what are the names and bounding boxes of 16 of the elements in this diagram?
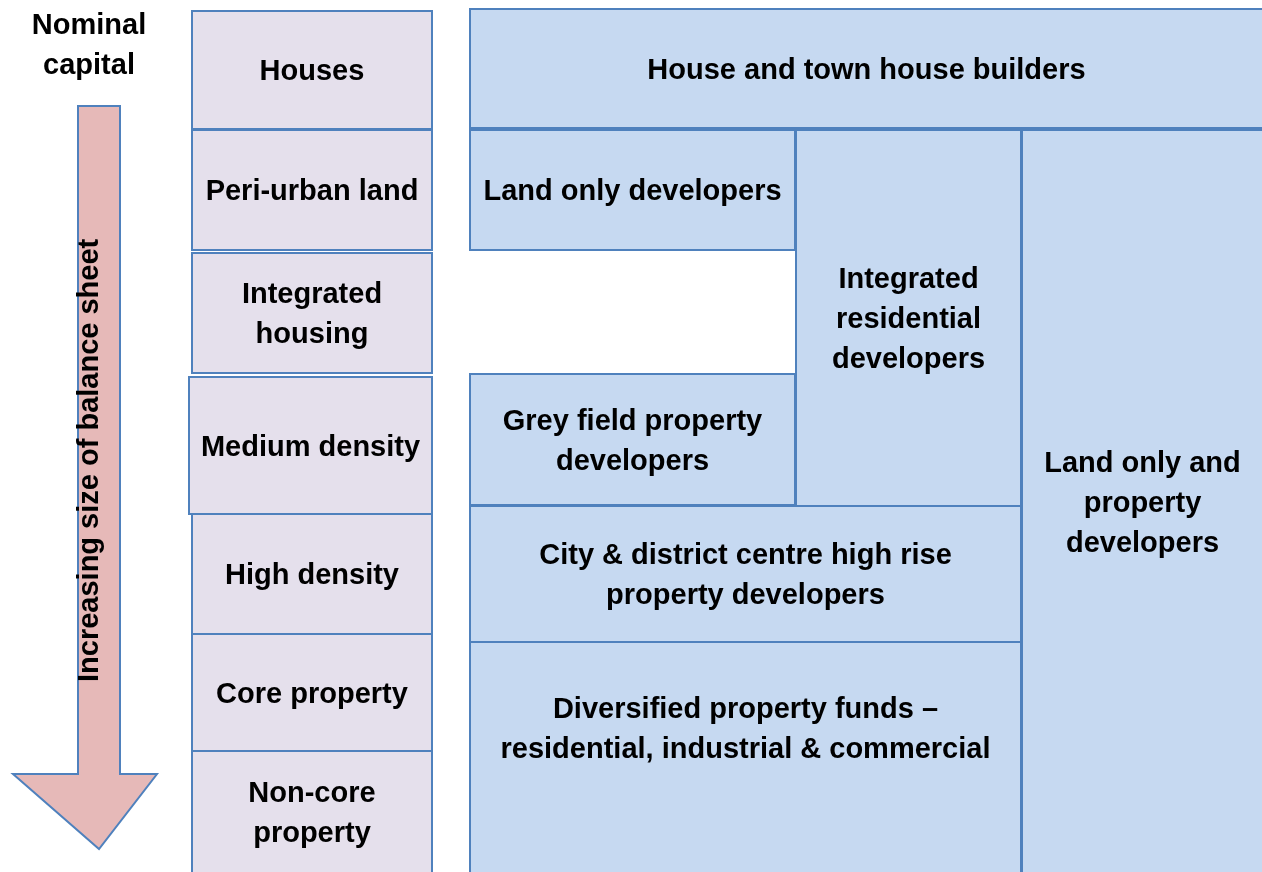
segment-box: Integrated housing	[191, 252, 433, 374]
segment-box: Houses	[191, 10, 433, 130]
developer-box: Grey field property developers	[469, 373, 796, 506]
developer-box: House and town house builders	[469, 8, 1262, 129]
developer-box: Land only and property developers	[1021, 129, 1262, 872]
developer-box: City & district centre high rise property developers	[469, 505, 1022, 643]
developer-box: Diversified property funds – residential, industrial & commercial	[469, 641, 1022, 872]
axis-label: Increasing size of balance sheet	[71, 237, 105, 684]
segment-box: Non-core property	[191, 750, 433, 872]
developer-box: Integrated residential developers	[795, 129, 1022, 507]
segment-box: Core property	[191, 633, 433, 752]
segment-box: Peri-urban land	[191, 129, 433, 251]
segment-box: Medium density	[188, 376, 433, 515]
column-heading: Nominal capital	[30, 7, 148, 82]
segment-box: High density	[191, 513, 433, 635]
developer-box: Land only developers	[469, 129, 796, 251]
